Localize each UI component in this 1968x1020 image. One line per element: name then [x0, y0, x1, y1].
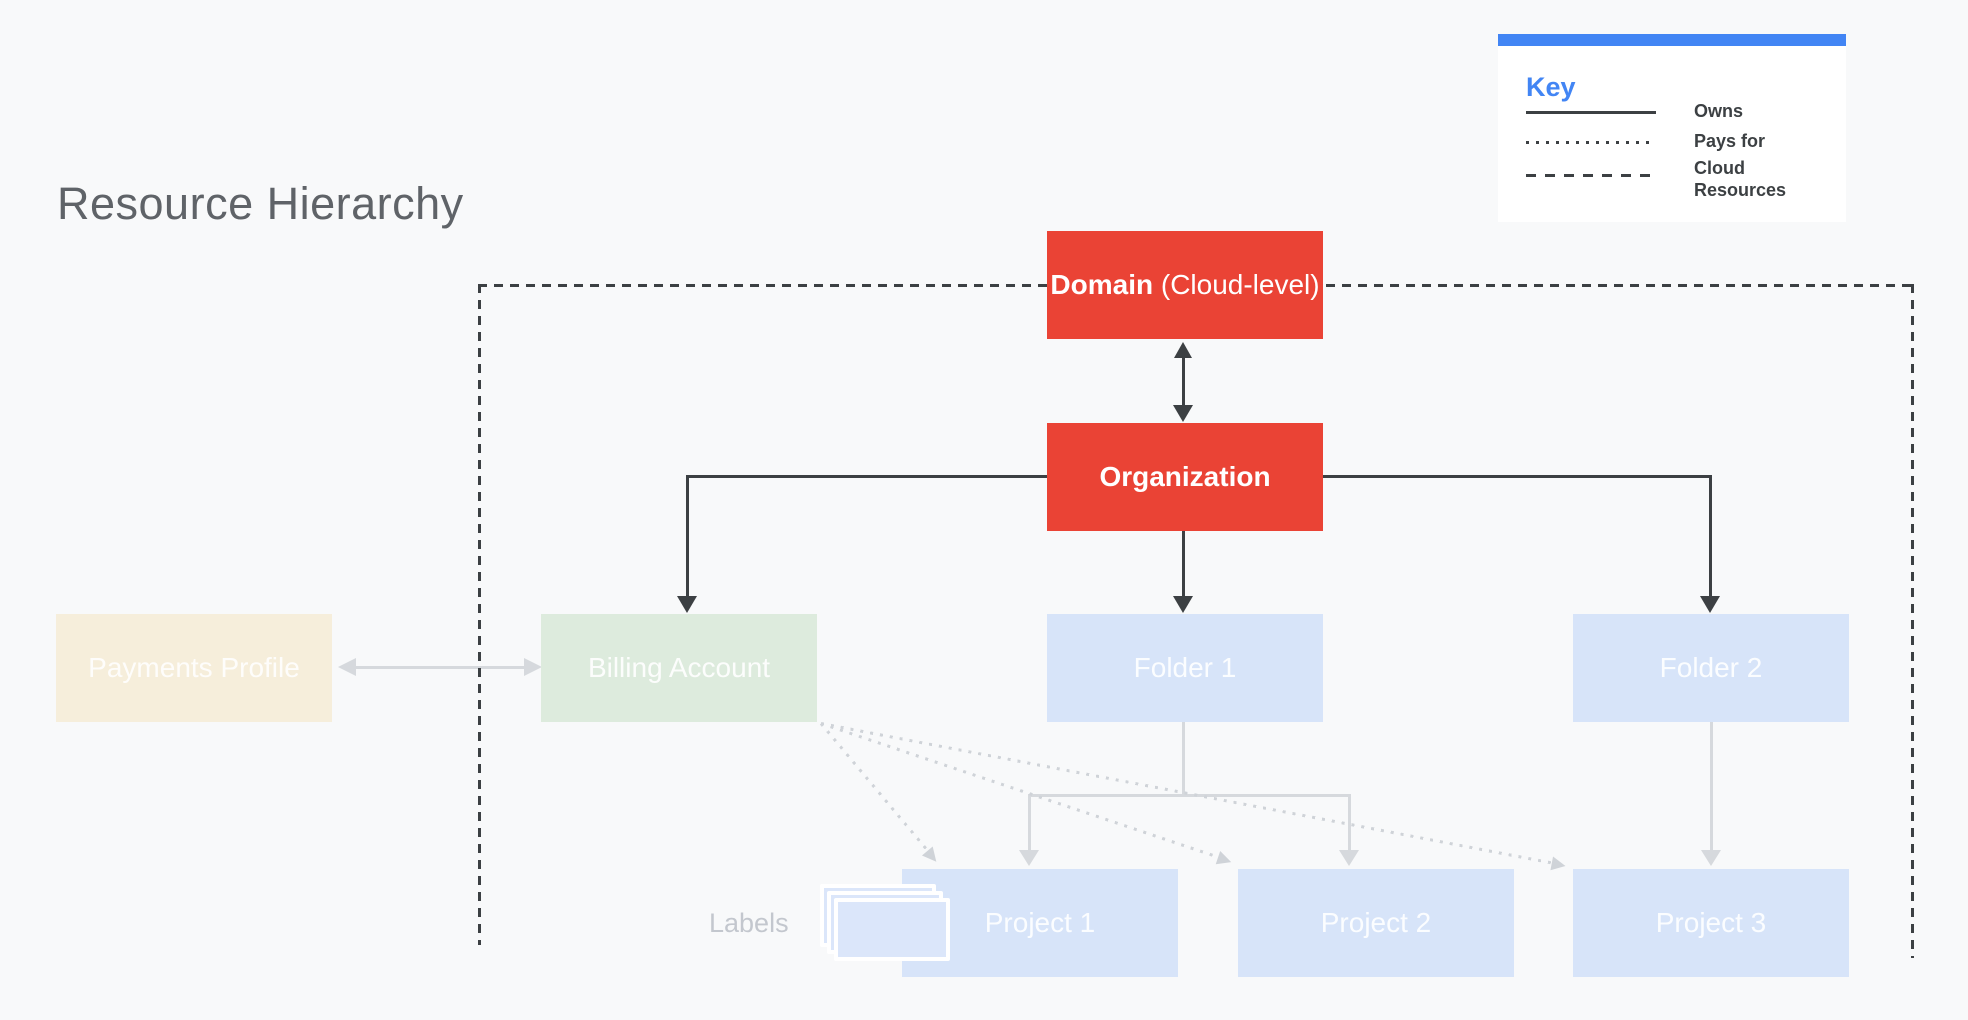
node-folder-1: Folder 1 [1047, 614, 1323, 722]
node-domain: Domain (Cloud-level) [1047, 231, 1323, 339]
paysfor-dotted-billing-project2 [820, 722, 1234, 869]
link-payments-billing-right-arrowhead [524, 658, 542, 676]
key-paysfor-sample-line [1526, 141, 1656, 144]
paysfor-project3-arrowhead [1550, 856, 1567, 873]
key-owns-label: Owns [1694, 101, 1744, 121]
key-card: Key Owns Pays for Cloud Resources [1498, 34, 1846, 222]
link-payments-billing-left-arrowhead [338, 658, 356, 676]
node-project-2: Project 2 [1238, 869, 1514, 977]
tree-folder1-crossbar [1028, 794, 1350, 797]
key-cloudresources-label: Cloud Resources [1694, 158, 1787, 200]
key-paysfor-label: Pays for [1694, 131, 1766, 151]
tree-folder1-project1-drop [1028, 794, 1031, 850]
arrow-folder2-project3-line [1710, 722, 1713, 850]
page-title: Resource Hierarchy [57, 178, 464, 229]
labels-stack-card-front [834, 898, 950, 961]
owns-arrow-domain-organization-up-arrowhead [1174, 342, 1192, 358]
node-domain-label-rest: (Cloud-level) [1153, 269, 1320, 300]
owns-arrow-organization-folder1-arrowhead [1173, 596, 1193, 613]
tree-folder1-stem [1182, 722, 1185, 795]
tree-folder1-project2-arrowhead [1339, 850, 1359, 866]
cloud-boundary-right-dashed-line [1911, 284, 1914, 958]
cloud-boundary-left-dashed-line [478, 284, 481, 945]
arrow-folder2-project3-arrowhead [1701, 850, 1721, 866]
owns-arrow-organization-billing-arrowhead [677, 596, 697, 613]
node-domain-label-bold: Domain [1050, 269, 1154, 300]
owns-arrow-domain-organization-line [1182, 357, 1185, 405]
owns-arrow-organization-folder1-vline [1182, 531, 1185, 596]
key-accent-bar [1498, 34, 1846, 46]
node-project-3: Project 3 [1573, 869, 1849, 977]
node-billing-account: Billing Account [541, 614, 817, 722]
owns-arrow-domain-organization-down-arrowhead [1173, 405, 1193, 422]
owns-arrow-organization-billing-vline [686, 475, 689, 596]
key-owns-sample-line [1526, 111, 1656, 114]
owns-arrow-organization-folder2-hline [1322, 475, 1712, 478]
labels-caption: Labels [709, 908, 789, 938]
node-organization: Organization [1047, 423, 1323, 531]
node-folder-2: Folder 2 [1573, 614, 1849, 722]
key-cloudresources-sample-line [1526, 174, 1656, 177]
paysfor-dotted-billing-project3 [820, 722, 1567, 873]
owns-arrow-organization-billing-hline [686, 475, 1047, 478]
tree-folder1-project1-arrowhead [1019, 850, 1039, 866]
link-payments-billing-line [354, 666, 526, 669]
node-payments-profile: Payments Profile [56, 614, 332, 722]
owns-arrow-organization-folder2-vline [1709, 475, 1712, 596]
key-heading: Key [1526, 72, 1576, 102]
paysfor-project1-arrowhead [922, 846, 943, 866]
owns-arrow-organization-folder2-arrowhead [1700, 596, 1720, 613]
paysfor-project2-arrowhead [1215, 850, 1234, 869]
